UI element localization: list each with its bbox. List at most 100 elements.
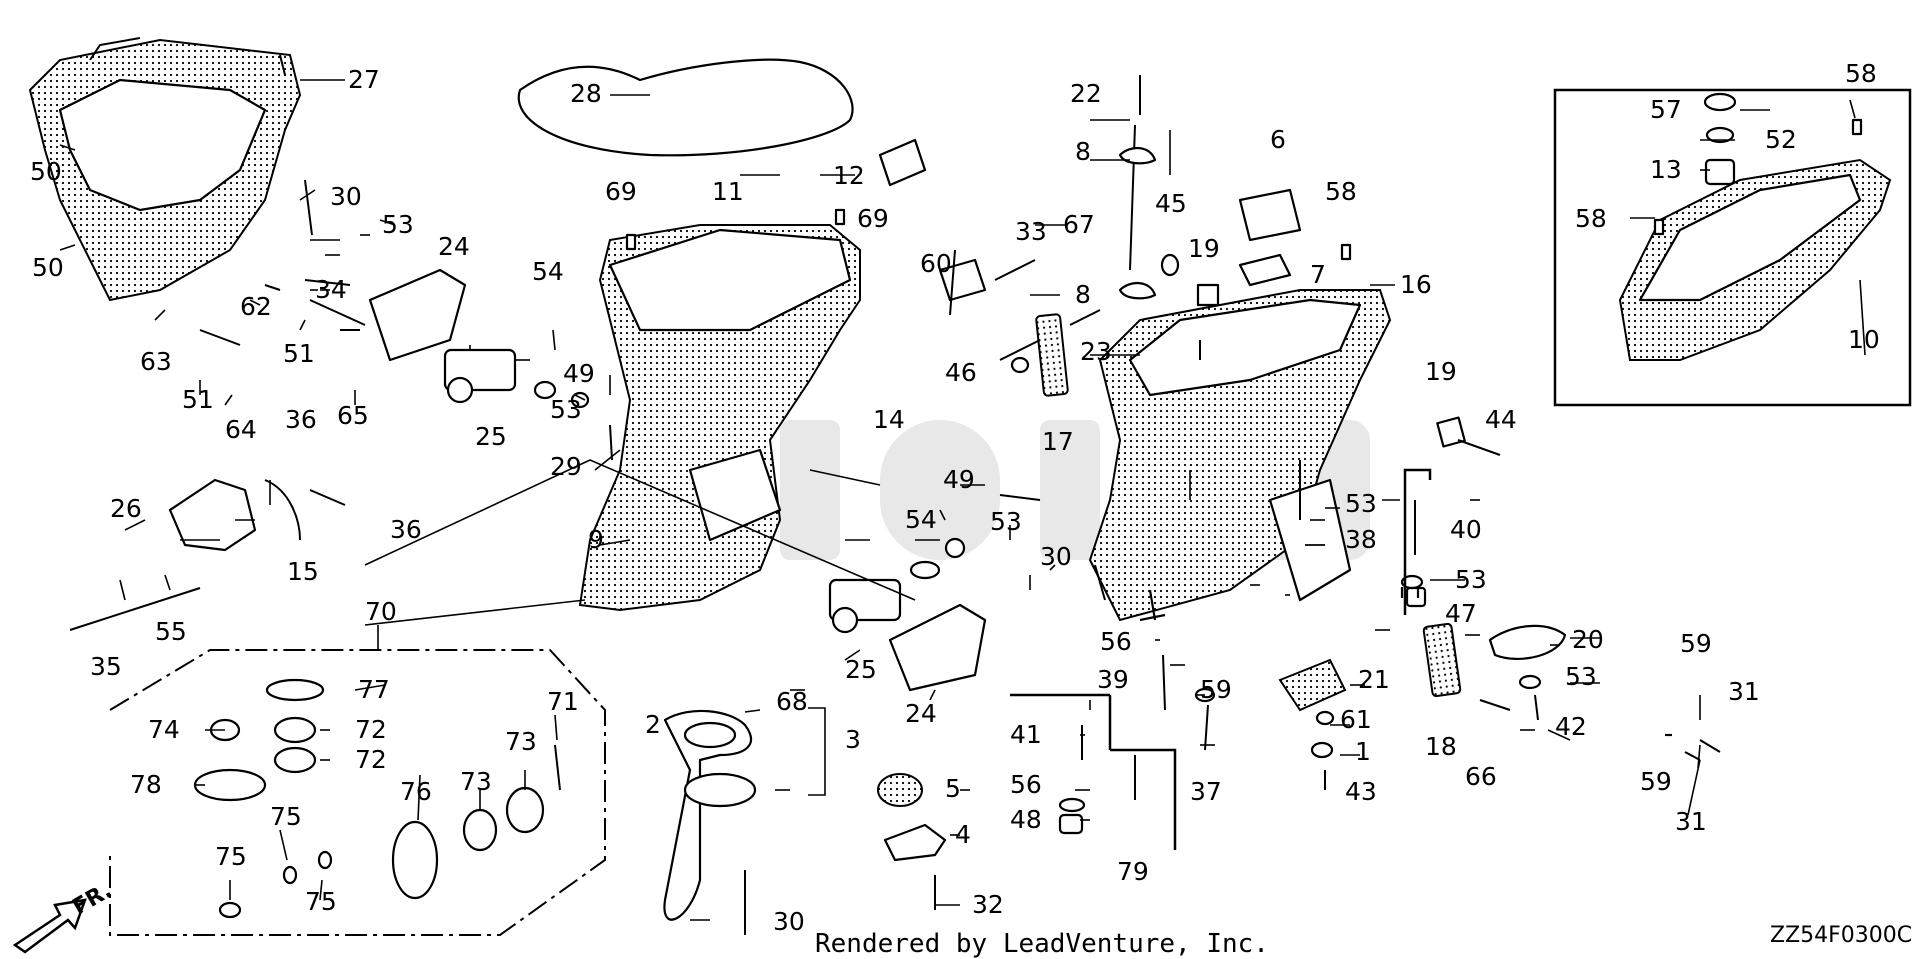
part-17-grille[interactable] (1035, 313, 1069, 397)
label-77: 77 (358, 675, 390, 704)
label-60: 60 (920, 249, 952, 278)
inset-box-10 (1553, 88, 1912, 407)
label-27: 27 (348, 65, 380, 94)
label-38: 38 (1345, 525, 1377, 554)
part-72-seal-b[interactable] (273, 746, 317, 774)
label-8a: 8 (1075, 137, 1091, 166)
part-78-oring[interactable] (193, 768, 267, 802)
label-49a: 49 (563, 359, 595, 388)
part-77-oring[interactable] (265, 678, 325, 702)
part-72-seal-a[interactable] (273, 716, 317, 744)
part-28-gasket[interactable] (517, 58, 854, 157)
part-24-cover-lower[interactable] (888, 603, 987, 692)
label-3: 3 (845, 725, 861, 754)
label-1: 1 (1355, 737, 1371, 766)
label-13: 13 (1650, 155, 1682, 184)
part-21-plate[interactable] (1278, 658, 1347, 712)
label-10: 10 (1848, 325, 1880, 354)
label-33: 33 (1015, 217, 1047, 246)
part-18-grille[interactable] (1422, 622, 1462, 698)
label-74: 74 (148, 715, 180, 744)
part-71-pin[interactable] (554, 744, 561, 791)
label-72b: 72 (355, 745, 387, 774)
label-54a: 54 (532, 257, 564, 286)
label-78: 78 (130, 770, 162, 799)
label-30a: 30 (330, 182, 362, 211)
label-18: 18 (1425, 732, 1457, 761)
label-58b: 58 (1845, 59, 1877, 88)
label-54b: 54 (905, 505, 937, 534)
label-51b: 51 (283, 339, 315, 368)
part-25-mount-upper[interactable] (443, 348, 517, 404)
label-6: 6 (1270, 125, 1286, 154)
part-4-holder[interactable] (883, 823, 947, 862)
label-75a: 75 (270, 802, 302, 831)
label-75b: 75 (215, 842, 247, 871)
label-73b: 73 (460, 767, 492, 796)
part-15-wire[interactable] (264, 479, 301, 541)
label-9: 9 (588, 525, 604, 554)
label-19b: 19 (1425, 357, 1457, 386)
label-36a: 36 (285, 405, 317, 434)
part-76-oring[interactable] (391, 820, 439, 900)
label-34: 34 (315, 275, 347, 304)
label-70: 70 (365, 597, 397, 626)
label-59b: 59 (1680, 629, 1712, 658)
label-25b: 25 (845, 655, 877, 684)
part-75-washer-c[interactable] (218, 901, 242, 919)
label-30c: 30 (1040, 542, 1072, 571)
label-39: 39 (1097, 665, 1129, 694)
label-31a: 31 (1728, 677, 1760, 706)
label-42: 42 (1555, 712, 1587, 741)
label-57: 57 (1650, 95, 1682, 124)
label-58c: 58 (1575, 204, 1607, 233)
label-50b: 50 (32, 253, 64, 282)
group-box-79 (1110, 748, 1177, 850)
label-58a: 58 (1325, 177, 1357, 206)
part-9-extension-case[interactable] (578, 224, 861, 612)
label-8b: 8 (1075, 280, 1091, 309)
label-48: 48 (1010, 805, 1042, 834)
part-75-washer-b[interactable] (317, 850, 333, 870)
label-12: 12 (833, 161, 865, 190)
label-36b: 36 (390, 515, 422, 544)
label-40: 40 (1450, 515, 1482, 544)
part-20-anode[interactable] (1488, 624, 1567, 660)
part-75-washer-a[interactable] (282, 865, 298, 885)
label-53e: 53 (1455, 565, 1487, 594)
label-46: 46 (945, 358, 977, 387)
label-15: 15 (287, 557, 319, 586)
group-box-41-48 (1010, 693, 1112, 750)
label-41: 41 (1010, 720, 1042, 749)
kit-70-boundary (109, 649, 606, 936)
part-25-mount-lower[interactable] (828, 578, 902, 634)
label-71: 71 (547, 687, 579, 716)
label-26: 26 (110, 494, 142, 523)
part-26-bracket[interactable] (168, 478, 257, 552)
label-75c: 75 (305, 887, 337, 916)
label-25a: 25 (475, 422, 507, 451)
label-61: 61 (1340, 705, 1372, 734)
label-43: 43 (1345, 777, 1377, 806)
part-73-bearing-a[interactable] (462, 808, 498, 852)
part-16-lower-case[interactable] (1088, 289, 1392, 622)
part-5-bearing[interactable] (877, 773, 923, 807)
label-24a: 24 (438, 232, 470, 261)
label-65: 65 (337, 401, 369, 430)
label-20: 20 (1572, 625, 1604, 654)
bolts (69, 179, 1721, 935)
label-59a: 59 (1200, 675, 1232, 704)
label-76: 76 (400, 777, 432, 806)
label-14: 14 (873, 405, 905, 434)
part-3-holder[interactable] (663, 709, 757, 921)
group-box-40-47 (1403, 468, 1432, 615)
part-24-cover-upper[interactable] (368, 268, 467, 362)
part-73-bearing-b[interactable] (505, 786, 545, 834)
label-19a: 19 (1188, 234, 1220, 263)
group-box-3 (808, 707, 826, 796)
part-27-cover[interactable] (28, 37, 302, 302)
label-17: 17 (1042, 427, 1074, 456)
part-10-gear-case[interactable] (1618, 158, 1892, 361)
label-52: 52 (1765, 125, 1797, 154)
